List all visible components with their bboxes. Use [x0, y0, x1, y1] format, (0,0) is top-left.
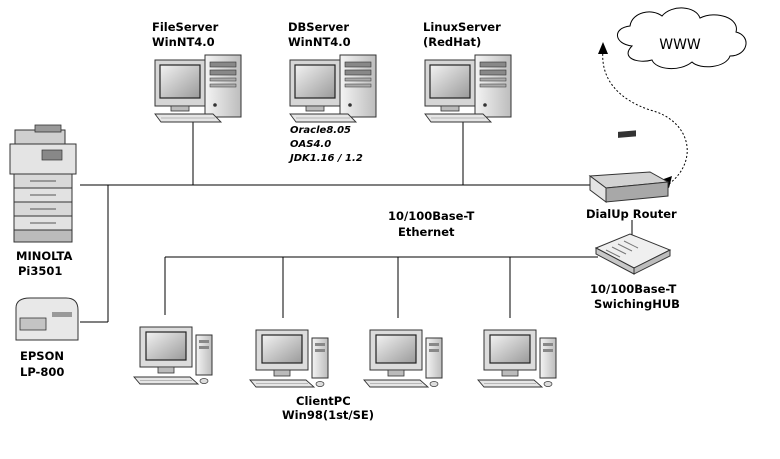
db-software-oas: OAS4.0	[290, 139, 331, 150]
copier-brand: MINOLTA	[16, 249, 72, 263]
db-software-jdk: JDK1.16 / 1.2	[288, 153, 363, 164]
db-software-oracle: Oracle8.05	[290, 125, 351, 136]
internet-cloud	[617, 7, 747, 69]
dialup-link	[602, 49, 688, 185]
db-server-name: DBServer	[288, 20, 349, 34]
arrowhead-internet	[598, 42, 608, 54]
switching-hub	[594, 233, 672, 275]
network-cabling	[80, 122, 633, 323]
db-server-os: WinNT4.0	[288, 35, 351, 49]
copier-model: Pi3501	[18, 264, 62, 278]
db-server	[289, 54, 377, 123]
ethernet-label-type: Ethernet	[398, 225, 455, 239]
hub-label-type: SwichingHUB	[594, 297, 680, 311]
file-server-name: FileServer	[152, 20, 219, 34]
client-pc-label: ClientPC	[296, 394, 351, 408]
copier-machine	[9, 124, 77, 243]
printer-model: LP-800	[20, 365, 64, 379]
client-pc-os: Win98(1st/SE)	[282, 408, 374, 422]
ethernet-label-standard: 10/100Base-T	[388, 209, 474, 223]
router-label: DialUp Router	[586, 207, 677, 221]
hub-label-standard: 10/100Base-T	[590, 282, 676, 296]
client-pc-1	[133, 326, 213, 385]
laser-printer	[15, 297, 79, 341]
file-server-os: WinNT4.0	[152, 35, 215, 49]
dialup-router	[588, 130, 670, 203]
client-pc-3	[363, 329, 443, 388]
internet-label: WWW	[659, 37, 701, 53]
linux-server-name: LinuxServer	[423, 20, 501, 34]
linux-server	[424, 54, 512, 123]
file-server	[154, 54, 242, 123]
client-pc-4	[477, 329, 557, 388]
linux-server-os: (RedHat)	[423, 35, 481, 49]
printer-brand: EPSON	[20, 349, 64, 363]
client-pc-2	[249, 329, 329, 388]
